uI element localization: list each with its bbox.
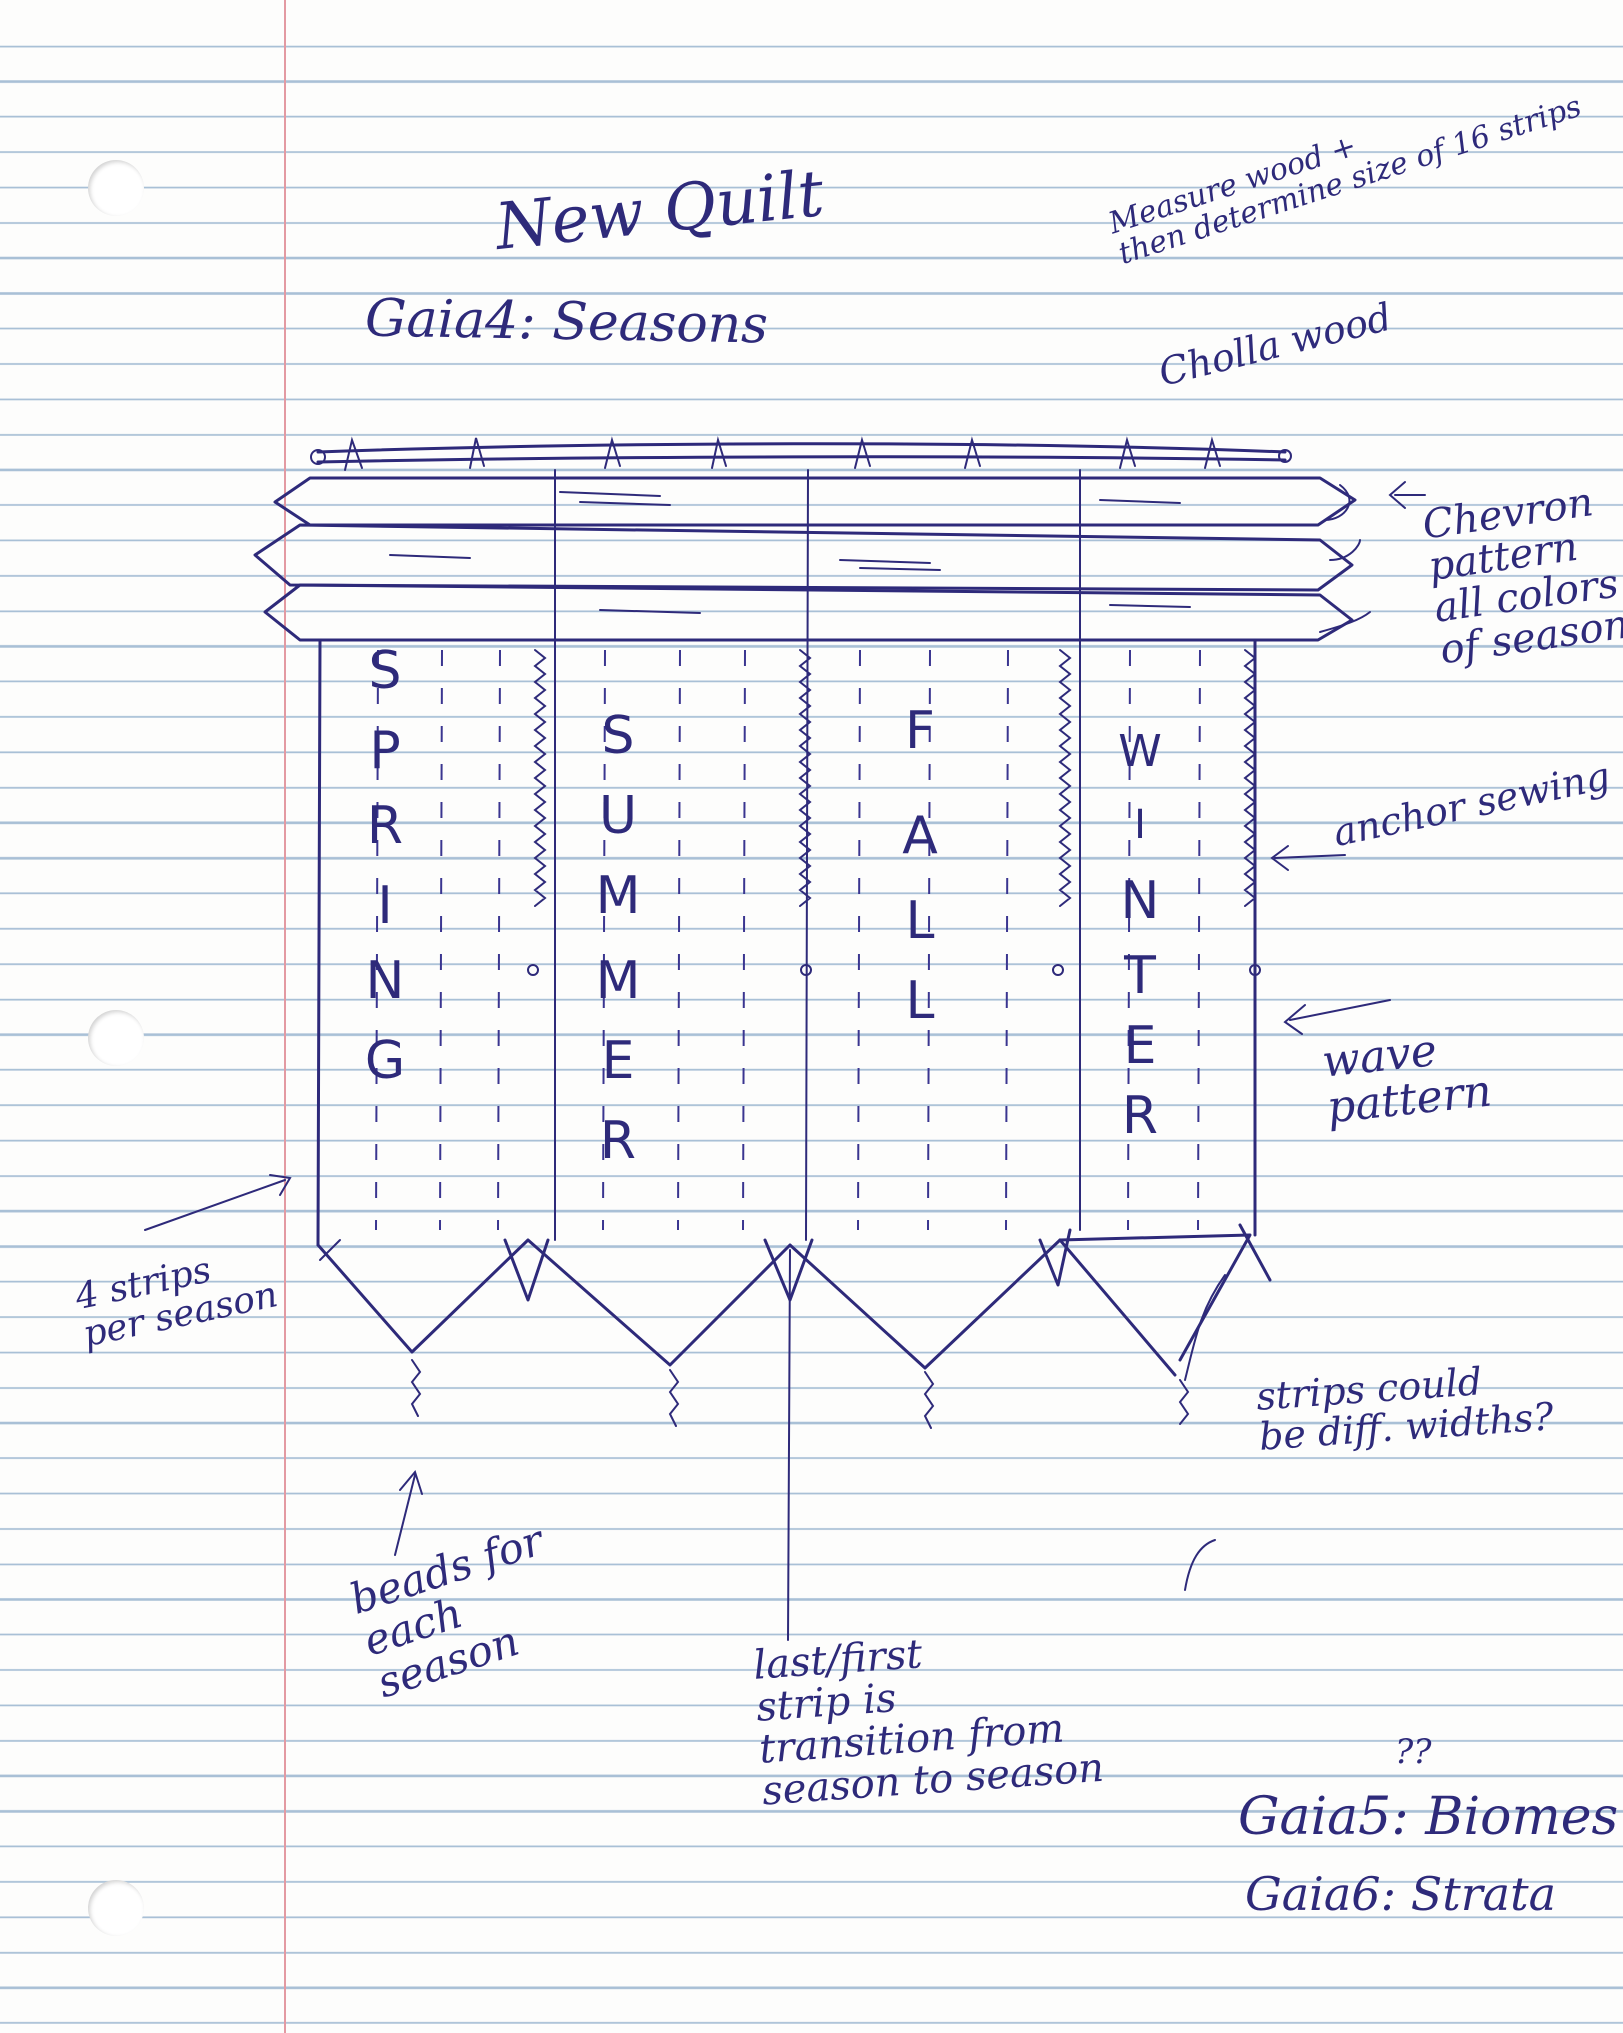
season-letter: F [905, 701, 935, 761]
season-letter: N [365, 951, 405, 1011]
transition-note: last/first strip is transition from seas… [751, 1631, 1106, 1815]
season-letter: T [1124, 946, 1156, 1006]
binder-hole [88, 160, 144, 216]
season-letter: L [905, 971, 935, 1031]
season-letter: I [377, 876, 393, 936]
annotation-arrows [144, 481, 1426, 1556]
cholla-wood-rod [310, 442, 1292, 465]
wave-pattern-note: wave pattern [1319, 1025, 1495, 1134]
season-letter: I [1134, 802, 1146, 848]
gaia6-note: Gaia6: Strata [1245, 1867, 1557, 1921]
transition-pointer-line [787, 1249, 791, 1641]
season-letter: E [601, 1031, 635, 1091]
season-letter: W [1118, 726, 1162, 777]
season-letter: S [601, 706, 635, 766]
gaia5-note: Gaia5: Biomes [1238, 1787, 1619, 1847]
margin-line [284, 0, 286, 2033]
bead-dangles [410, 1359, 1190, 1429]
season-letter: A [902, 806, 938, 866]
season-letter: M [595, 866, 641, 926]
season-letter: P [369, 721, 401, 781]
chevron-bands [253, 476, 1357, 642]
season-letter: E [1123, 1016, 1157, 1076]
chevron-bottom [316, 1223, 1272, 1377]
season-letter: R [599, 1111, 637, 1171]
season-letter: R [1121, 1086, 1159, 1146]
binder-hole [88, 1010, 144, 1066]
binder-hole [88, 1880, 144, 1936]
chevron-note: Chevron pattern all colors of season [1419, 479, 1623, 674]
season-letter: G [364, 1031, 406, 1091]
hanging-loops [344, 436, 1221, 471]
anchor-sewing [527, 649, 1261, 976]
tick-mark [1184, 1539, 1216, 1591]
season-letter: L [905, 891, 935, 951]
question-marks: ?? [1395, 1732, 1432, 1772]
season-letter: N [1120, 871, 1160, 931]
season-letter: S [368, 641, 402, 701]
season-letter: U [598, 786, 638, 846]
season-letter: R [366, 796, 404, 856]
season-letter: M [595, 951, 641, 1011]
page-subtitle: Gaia4: Seasons [364, 288, 769, 356]
